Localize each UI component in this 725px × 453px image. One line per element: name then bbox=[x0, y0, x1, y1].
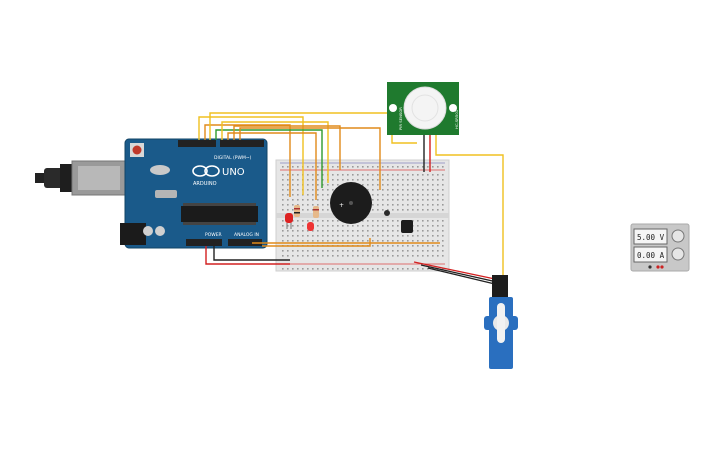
wires-bottom bbox=[205, 238, 440, 265]
push-button[interactable] bbox=[384, 210, 390, 216]
resistor-1[interactable] bbox=[294, 205, 300, 217]
resistor-2[interactable] bbox=[313, 206, 319, 218]
led-red[interactable] bbox=[285, 213, 293, 229]
usb-connector-icon bbox=[35, 160, 127, 196]
model-label: UNO bbox=[222, 167, 245, 178]
reset-button-icon[interactable] bbox=[130, 143, 144, 157]
current-knob[interactable] bbox=[671, 247, 685, 261]
analog-label: ANALOG IN bbox=[234, 232, 259, 238]
voltage-display bbox=[633, 228, 668, 245]
voltage-readout: 5.00 V bbox=[637, 233, 665, 242]
pir-right-text: HC-SR501 bbox=[454, 109, 459, 129]
buzzer-icon[interactable]: + bbox=[330, 182, 372, 224]
servo-icon[interactable] bbox=[484, 275, 518, 369]
power-jack-icon bbox=[120, 223, 146, 245]
current-readout: 0.00 A bbox=[637, 251, 665, 260]
brand-label: ARDUINO bbox=[193, 181, 217, 187]
pir-sensor[interactable]: PIR SENSOR HC-SR501 bbox=[387, 82, 459, 135]
power-supply[interactable]: 5.00 V 0.00 A bbox=[630, 223, 690, 272]
servo-wires bbox=[413, 261, 500, 286]
transistor[interactable] bbox=[401, 220, 413, 233]
pir-left-text: PIR SENSOR bbox=[398, 107, 403, 130]
infinity-logo-icon bbox=[192, 165, 220, 177]
voltage-knob[interactable] bbox=[671, 229, 685, 243]
wires-top bbox=[198, 112, 417, 200]
arduino-uno-board[interactable]: DIGITAL (PWM~) UNO ARDUINO POWER ANALOG … bbox=[35, 138, 268, 249]
led-second[interactable] bbox=[307, 222, 314, 231]
digital-label: DIGITAL (PWM~) bbox=[214, 155, 252, 161]
pir-wires bbox=[423, 135, 504, 275]
current-display bbox=[633, 246, 668, 263]
svg-text:+: + bbox=[339, 202, 344, 209]
power-label: POWER bbox=[205, 232, 222, 238]
pir-dome-icon bbox=[403, 86, 447, 130]
